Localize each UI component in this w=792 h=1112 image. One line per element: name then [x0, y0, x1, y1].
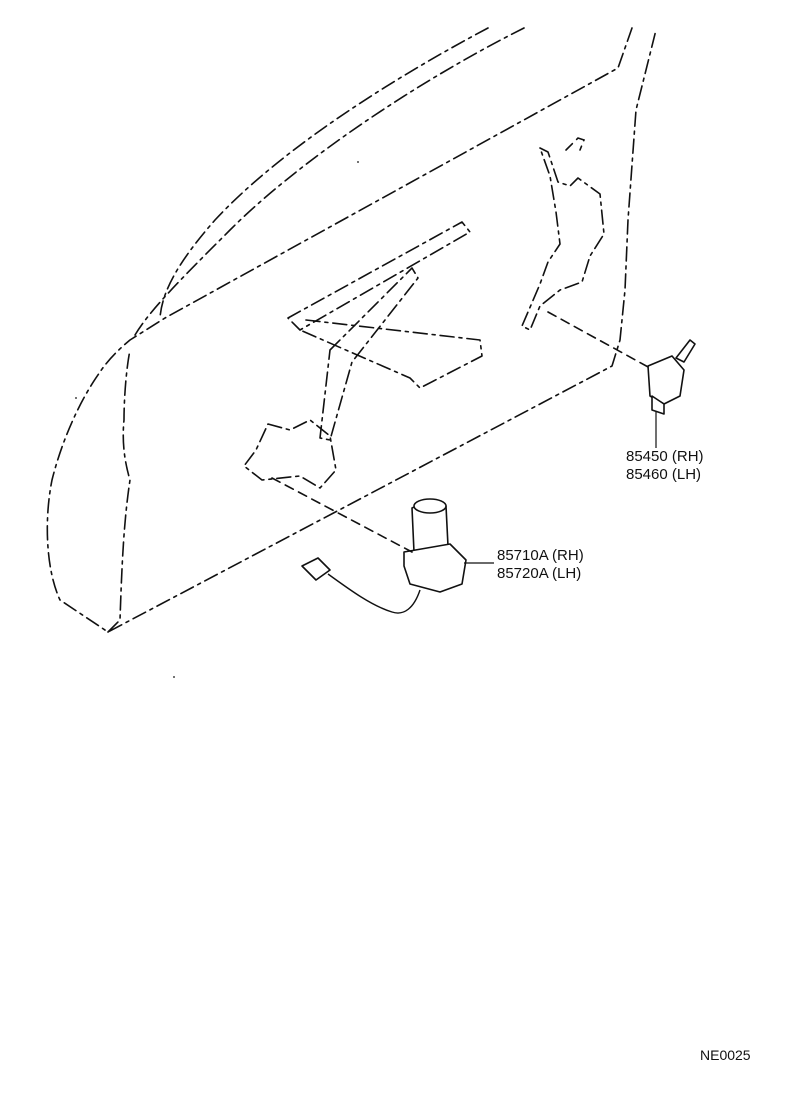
motor-lh-part-number: 85720A (LH) — [497, 565, 582, 582]
figure-code: NE0025 — [700, 1047, 751, 1063]
lock-switch-rod — [675, 339, 696, 363]
door-outline — [46, 27, 657, 633]
door-lock-switch — [647, 339, 696, 415]
motor-gearbox — [403, 543, 467, 593]
speck — [173, 676, 175, 678]
regulator-cross-arm — [319, 267, 419, 441]
door-window-frame-inner — [159, 27, 489, 319]
lock-bracket-top — [565, 137, 586, 151]
regulator-base-plate — [243, 419, 337, 489]
lock-switch-body — [647, 355, 685, 405]
regulator-arm-lower — [299, 319, 483, 389]
door-lock-bracket — [521, 137, 605, 331]
door-inner-panel — [107, 349, 131, 633]
lock-switch-connector — [651, 395, 665, 415]
door-outer-edge — [46, 27, 657, 633]
window-regulator — [243, 221, 483, 489]
motor-end-cap — [413, 498, 447, 514]
installation-guides — [271, 311, 651, 553]
speck — [75, 397, 77, 399]
lock-bracket-outline — [521, 147, 605, 331]
motor-connector — [301, 557, 331, 581]
motor-wire-harness — [327, 573, 421, 614]
lock-switch-install-line — [547, 311, 651, 369]
motor-rh-part-number: 85710A (RH) — [497, 547, 584, 564]
motor-install-line — [271, 477, 413, 553]
speck — [357, 161, 359, 163]
window-regulator-motor — [301, 498, 467, 614]
callout-leaders — [464, 412, 657, 564]
lock-switch-rh-part-number: 85450 (RH) — [626, 448, 704, 465]
lock-switch-lh-part-number: 85460 (LH) — [626, 466, 702, 483]
door-window-frame — [134, 27, 525, 336]
regulator-arm-upper — [287, 221, 471, 331]
